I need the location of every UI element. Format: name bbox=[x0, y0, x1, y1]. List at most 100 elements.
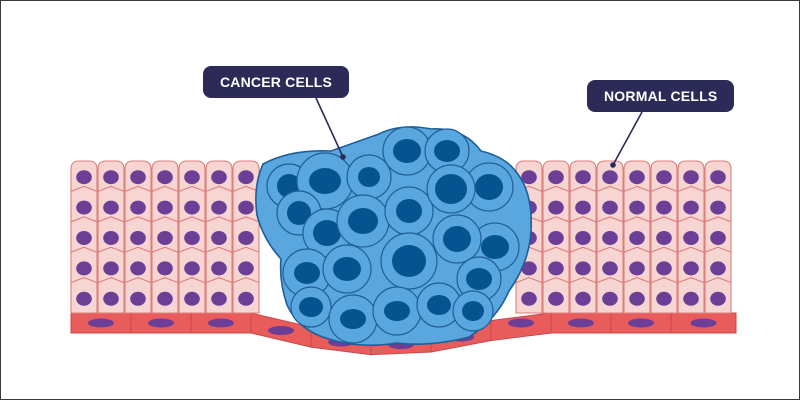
normal-nucleus bbox=[130, 261, 146, 276]
normal-nucleus bbox=[710, 231, 726, 245]
basal-nucleus bbox=[208, 318, 234, 328]
normal-nucleus bbox=[683, 261, 699, 276]
basal-nucleus bbox=[148, 318, 174, 328]
normal-nucleus bbox=[656, 291, 672, 306]
normal-nucleus bbox=[184, 200, 200, 215]
cancer-nucleus bbox=[396, 199, 422, 223]
normal-nucleus bbox=[211, 231, 227, 245]
normal-nucleus bbox=[521, 170, 537, 185]
normal-nucleus bbox=[629, 291, 645, 306]
normal-nucleus bbox=[157, 261, 173, 276]
normal-nucleus bbox=[157, 231, 173, 245]
normal-nucleus bbox=[710, 261, 726, 276]
basal-nucleus bbox=[568, 318, 594, 328]
cancer-nucleus bbox=[287, 201, 311, 225]
normal-nucleus bbox=[683, 200, 699, 215]
cancer-nucleus bbox=[462, 301, 484, 321]
normal-nucleus bbox=[602, 291, 618, 306]
normal-nucleus bbox=[103, 231, 119, 245]
normal-nucleus bbox=[103, 200, 119, 215]
normal-nucleus bbox=[76, 231, 92, 245]
normal-nucleus bbox=[130, 200, 146, 215]
basal-nucleus bbox=[628, 318, 654, 328]
normal-nucleus bbox=[629, 200, 645, 215]
normal-nucleus bbox=[575, 200, 591, 215]
normal-nucleus bbox=[548, 261, 564, 276]
normal-nucleus bbox=[656, 231, 672, 245]
normal-nucleus bbox=[710, 170, 726, 185]
normal-nucleus bbox=[683, 170, 699, 185]
normal-nucleus bbox=[211, 261, 227, 276]
normal-nucleus bbox=[683, 291, 699, 306]
normal-nucleus bbox=[238, 200, 254, 215]
normal-nucleus bbox=[238, 170, 254, 185]
normal-nucleus bbox=[157, 170, 173, 185]
normal-nucleus bbox=[157, 200, 173, 215]
normal-nucleus bbox=[130, 170, 146, 185]
normal-nucleus bbox=[238, 231, 254, 245]
normal-nucleus bbox=[184, 170, 200, 185]
cancer-nucleus bbox=[393, 139, 421, 163]
normal-nucleus bbox=[521, 261, 537, 276]
normal-nucleus bbox=[575, 261, 591, 276]
normal-nucleus bbox=[76, 291, 92, 306]
cancer-leader-line bbox=[315, 97, 344, 158]
normal-nucleus bbox=[602, 231, 618, 245]
normal-nucleus bbox=[656, 261, 672, 276]
normal-nucleus bbox=[76, 200, 92, 215]
normal-nucleus bbox=[629, 170, 645, 185]
normal-nucleus bbox=[521, 291, 537, 306]
normal-nucleus bbox=[130, 231, 146, 245]
normal-nucleus bbox=[629, 231, 645, 245]
normal-nucleus bbox=[548, 231, 564, 245]
normal-nucleus bbox=[656, 170, 672, 185]
normal-nucleus bbox=[656, 200, 672, 215]
cancer-nucleus bbox=[466, 268, 492, 290]
basal-nucleus bbox=[88, 318, 114, 328]
normal-nucleus bbox=[103, 261, 119, 276]
normal-nucleus bbox=[548, 291, 564, 306]
normal-cells-right bbox=[515, 160, 732, 314]
cancer-nucleus bbox=[333, 257, 361, 281]
normal-nucleus bbox=[130, 291, 146, 306]
normal-nucleus bbox=[575, 291, 591, 306]
cancer-nucleus bbox=[299, 297, 323, 317]
normal-nucleus bbox=[76, 261, 92, 276]
normal-nucleus bbox=[602, 200, 618, 215]
cancer-nucleus bbox=[384, 301, 410, 321]
cancer-nucleus bbox=[443, 226, 471, 252]
normal-nucleus bbox=[602, 170, 618, 185]
normal-nucleus bbox=[211, 170, 227, 185]
cancer-nucleus bbox=[358, 167, 380, 187]
normal-nucleus bbox=[238, 291, 254, 306]
normal-leader-dot bbox=[610, 162, 616, 168]
normal-nucleus bbox=[103, 291, 119, 306]
normal-nucleus bbox=[710, 200, 726, 215]
normal-nucleus bbox=[184, 231, 200, 245]
cancer-nucleus bbox=[294, 262, 320, 284]
cancer-nucleus bbox=[427, 295, 451, 315]
normal-nucleus bbox=[602, 261, 618, 276]
cancer-cell-cluster bbox=[255, 126, 533, 347]
normal-nucleus bbox=[238, 261, 254, 276]
cancer-nucleus bbox=[309, 168, 341, 194]
normal-nucleus bbox=[683, 231, 699, 245]
cancer-nucleus bbox=[340, 309, 366, 329]
cancer-nucleus bbox=[313, 220, 341, 246]
cancer-nucleus bbox=[481, 235, 509, 259]
normal-nucleus bbox=[184, 291, 200, 306]
cancer-leader-dot bbox=[340, 154, 346, 160]
cancer-nucleus bbox=[435, 174, 467, 204]
normal-cells-label: NORMAL CELLS bbox=[587, 80, 735, 112]
normal-nucleus bbox=[575, 170, 591, 185]
normal-nucleus bbox=[575, 231, 591, 245]
normal-nucleus bbox=[548, 170, 564, 185]
normal-nucleus bbox=[710, 291, 726, 306]
normal-nucleus bbox=[548, 200, 564, 215]
normal-nucleus bbox=[103, 170, 119, 185]
normal-cells-left bbox=[70, 160, 260, 314]
normal-nucleus bbox=[157, 291, 173, 306]
cancer-nucleus bbox=[475, 174, 503, 200]
normal-nucleus bbox=[184, 261, 200, 276]
